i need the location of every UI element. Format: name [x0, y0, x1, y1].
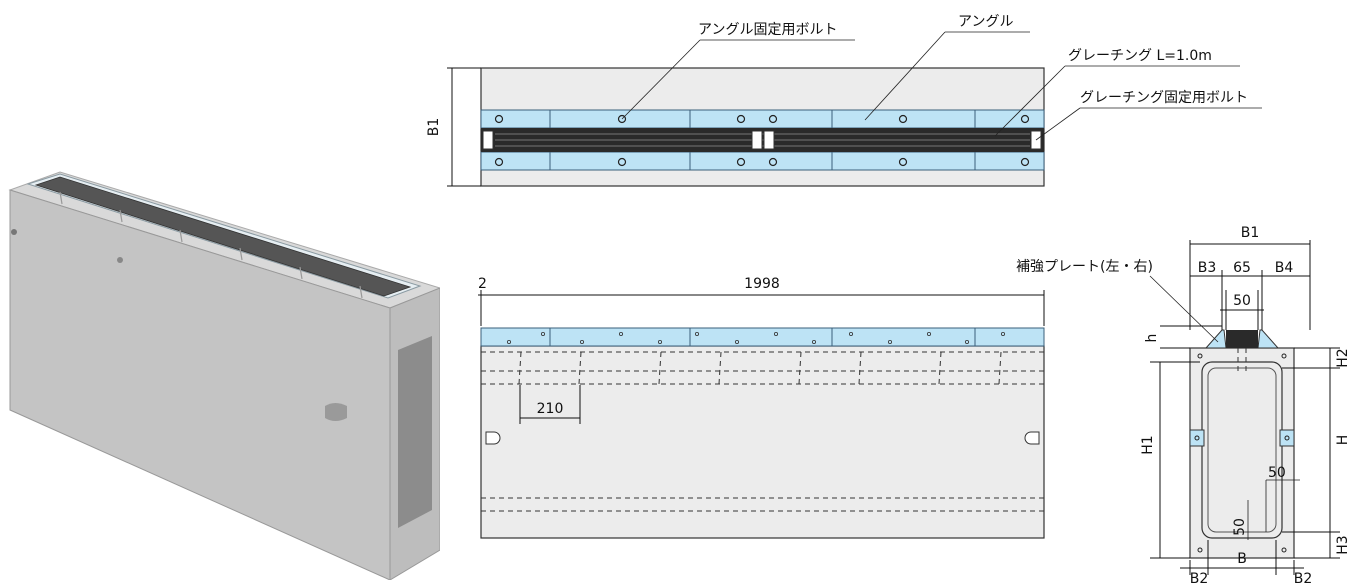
dim-h2: H2	[1335, 348, 1349, 367]
dim-offset-2: 2	[478, 276, 487, 292]
dim-h: h	[1144, 334, 1160, 343]
product-photo	[8, 171, 440, 580]
dim-H: H	[1335, 435, 1349, 446]
angle-strip-bottom	[480, 151, 1045, 171]
side-angle	[480, 327, 1045, 347]
dim-b2-right: B2	[1294, 571, 1313, 583]
dim-b4: B4	[1275, 260, 1294, 276]
dim-50-right: 50	[1268, 465, 1286, 481]
dim-65: 65	[1233, 260, 1251, 276]
dim-h1: H1	[1140, 435, 1156, 454]
label-angle-bolt: アングル固定用ボルト	[698, 22, 837, 38]
label-grating: グレーチング L=1.0m	[1068, 48, 1212, 64]
dim-b2-left: B2	[1190, 571, 1209, 583]
dim-b1-plan: B1	[426, 118, 442, 137]
dim-50-bottom: 50	[1232, 518, 1248, 536]
label-reinforcement-plate: 補強プレート(左・右)	[1016, 259, 1153, 275]
dim-length-1998: 1998	[744, 276, 780, 292]
side-body	[480, 345, 1045, 539]
section-body	[1189, 347, 1295, 559]
dim-b: B	[1237, 551, 1247, 567]
angle-strip-top	[480, 109, 1045, 129]
dim-b1-section: B1	[1241, 225, 1260, 241]
dim-50-top: 50	[1233, 293, 1251, 309]
label-grating-bolt: グレーチング固定用ボルト	[1080, 90, 1248, 106]
dim-h3: H3	[1335, 535, 1349, 554]
dim-b3: B3	[1198, 260, 1217, 276]
dim-pitch-210: 210	[537, 401, 564, 417]
label-angle: アングル	[958, 14, 1013, 30]
